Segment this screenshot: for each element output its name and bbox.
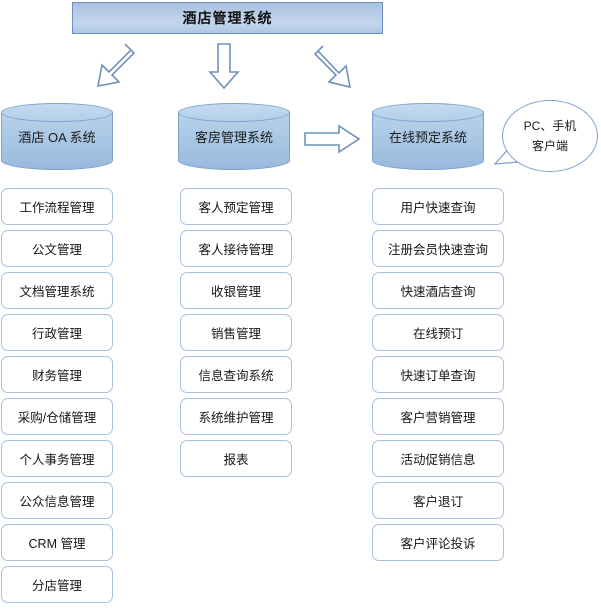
module-box-label: 分店管理 [31, 579, 82, 593]
module-box[interactable]: 用户快速查询 [372, 188, 504, 225]
module-box[interactable]: 分店管理 [1, 566, 113, 603]
module-box-label: 在线预订 [412, 327, 463, 341]
module-box-label: 客户评论投诉 [400, 537, 476, 551]
module-box[interactable]: 公文管理 [1, 230, 113, 267]
cylinder-oa: 酒店 OA 系统 [1, 103, 113, 170]
module-box-label: 注册会员快速查询 [387, 243, 488, 257]
module-box[interactable]: 客人接待管理 [180, 230, 292, 267]
module-box-label: 收银管理 [210, 285, 261, 299]
module-box-label: 客户退订 [412, 495, 463, 509]
callout-line-1: PC、手机 [523, 119, 577, 133]
arrow-down-right-icon [313, 45, 352, 89]
module-box[interactable]: 活动促销信息 [372, 440, 504, 477]
module-box-label: 系统维护管理 [198, 411, 274, 425]
cylinder-top [372, 103, 484, 122]
module-box-label: 客人接待管理 [198, 243, 274, 257]
arrow-right-icon [304, 124, 361, 154]
column-oa-modules: 工作流程管理公文管理文档管理系统行政管理财务管理采购/仓储管理个人事务管理公众信… [1, 188, 113, 608]
arrow-down-icon [208, 43, 240, 90]
module-box[interactable]: 客户评论投诉 [372, 524, 504, 561]
cylinder-booking: 在线预定系统 [372, 103, 484, 170]
module-box[interactable]: 快速订单查询 [372, 356, 504, 393]
module-box[interactable]: 信息查询系统 [180, 356, 292, 393]
module-box[interactable]: CRM 管理 [1, 524, 113, 561]
module-box[interactable]: 报表 [180, 440, 292, 477]
module-box-label: 销售管理 [210, 327, 261, 341]
module-box[interactable]: 销售管理 [180, 314, 292, 351]
module-box[interactable]: 行政管理 [1, 314, 113, 351]
module-box-label: 信息查询系统 [198, 369, 274, 383]
arrow-down-left-icon [96, 43, 136, 88]
cylinder-room-label: 客房管理系统 [194, 130, 273, 145]
module-box-label: 活动促销信息 [400, 453, 476, 467]
diagram-title: 酒店管理系统 [182, 10, 273, 26]
module-box-label: CRM 管理 [28, 537, 86, 551]
diagram-title-box: 酒店管理系统 [72, 2, 383, 34]
module-box-label: 公文管理 [31, 243, 82, 257]
cylinder-top [178, 103, 290, 122]
module-box-label: 工作流程管理 [19, 201, 95, 215]
module-box[interactable]: 工作流程管理 [1, 188, 113, 225]
module-box-label: 快速订单查询 [400, 369, 476, 383]
module-box-label: 报表 [223, 453, 249, 467]
module-box[interactable]: 快速酒店查询 [372, 272, 504, 309]
callout-client-devices: PC、手机 客户端 [494, 100, 598, 172]
module-box-label: 快速酒店查询 [400, 285, 476, 299]
module-box-label: 客人预定管理 [198, 201, 274, 215]
column-room-modules: 客人预定管理客人接待管理收银管理销售管理信息查询系统系统维护管理报表 [180, 188, 292, 482]
cylinder-booking-label: 在线预定系统 [388, 130, 467, 145]
column-booking-modules: 用户快速查询注册会员快速查询快速酒店查询在线预订快速订单查询客户营销管理活动促销… [372, 188, 504, 566]
module-box-label: 财务管理 [31, 369, 82, 383]
cylinder-oa-label: 酒店 OA 系统 [18, 130, 96, 145]
module-box-label: 客户营销管理 [400, 411, 476, 425]
module-box[interactable]: 客人预定管理 [180, 188, 292, 225]
module-box[interactable]: 在线预订 [372, 314, 504, 351]
module-box[interactable]: 财务管理 [1, 356, 113, 393]
module-box-label: 个人事务管理 [19, 453, 95, 467]
cylinder-top [1, 103, 113, 122]
module-box[interactable]: 采购/仓储管理 [1, 398, 113, 435]
cylinder-room: 客房管理系统 [178, 103, 290, 170]
module-box-label: 用户快速查询 [400, 201, 476, 215]
module-box[interactable]: 文档管理系统 [1, 272, 113, 309]
callout-bubble [502, 100, 598, 172]
module-box-label: 文档管理系统 [19, 285, 95, 299]
module-box[interactable]: 公众信息管理 [1, 482, 113, 519]
callout-text: PC、手机 客户端 [502, 100, 598, 172]
callout-line-2: 客户端 [531, 139, 568, 153]
module-box-label: 采购/仓储管理 [17, 411, 97, 425]
module-box-label: 行政管理 [31, 327, 82, 341]
module-box-label: 公众信息管理 [19, 495, 95, 509]
module-box[interactable]: 系统维护管理 [180, 398, 292, 435]
module-box[interactable]: 客户营销管理 [372, 398, 504, 435]
module-box[interactable]: 个人事务管理 [1, 440, 113, 477]
module-box[interactable]: 收银管理 [180, 272, 292, 309]
module-box[interactable]: 注册会员快速查询 [372, 230, 504, 267]
module-box[interactable]: 客户退订 [372, 482, 504, 519]
